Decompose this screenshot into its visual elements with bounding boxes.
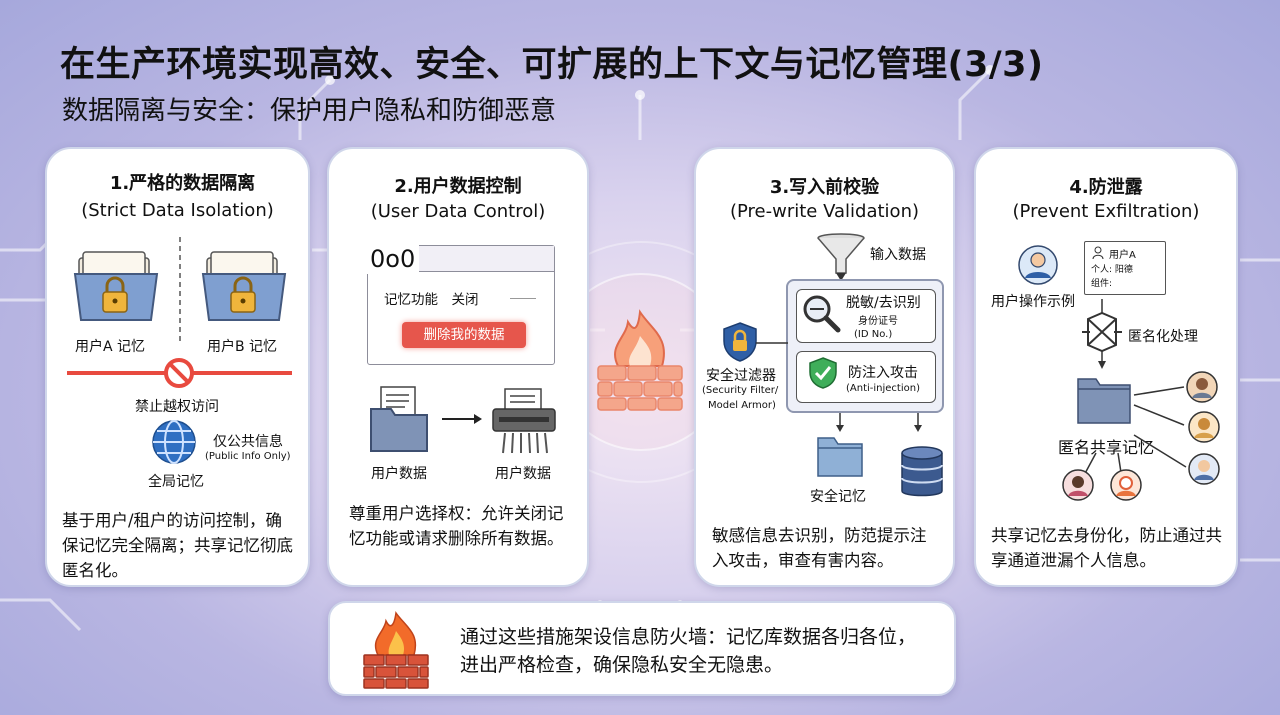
firewall-icon xyxy=(597,309,683,411)
public-info-label: 仅公共信息 xyxy=(213,434,283,450)
memory-toggle-switch[interactable] xyxy=(510,298,536,299)
user-data-label: 用户数据 xyxy=(495,466,551,482)
card-description: 基于用户/租户的访问控制，确保记忆完全隔离；共享记忆彻底匿名化。 xyxy=(62,511,293,580)
anonymization-label: 匿名化处理 xyxy=(1128,329,1198,345)
avatar-icon xyxy=(1188,411,1220,443)
flow-arrows xyxy=(836,413,922,432)
anti-injection-en-label: (Anti-injection) xyxy=(846,383,920,394)
card-heading: 3.写入前校验 xyxy=(769,177,880,198)
avatar-icon xyxy=(1110,469,1142,501)
globe-icon xyxy=(152,420,196,464)
avatar-icon xyxy=(1188,453,1220,485)
card-description: 尊重用户选择权：允许关闭记忆功能或请求删除所有数据。 xyxy=(349,504,564,548)
card-heading: 4.防泄露 xyxy=(1069,177,1143,198)
footer-text: 通过这些措施架设信息防火墙：记忆库数据各归各位，进出严格检查，确保隐私安全无隐患… xyxy=(460,626,917,676)
database-icon xyxy=(901,446,943,497)
shared-folder-icon xyxy=(1077,378,1131,424)
profile-line-2: 组件: xyxy=(1091,279,1113,289)
shield-lock-icon xyxy=(723,322,757,362)
no-unauthorized-access-label: 禁止越权访问 xyxy=(135,399,219,415)
safe-memory-label: 安全记忆 xyxy=(810,489,866,505)
card-heading-en: (Prevent Exfiltration) xyxy=(1012,201,1200,222)
card-heading: 1.严格的数据隔离 xyxy=(109,173,256,194)
folder-lock-icon xyxy=(73,251,159,321)
delete-my-data-button[interactable]: 删除我的数据 xyxy=(402,322,526,348)
page-subtitle: 数据隔离与安全：保护用户隐私和防御恶意 xyxy=(62,96,557,126)
anti-injection-label: 防注入攻击 xyxy=(848,365,918,381)
card-user-data-control: 2.用户数据控制 (User Data Control) 0o0 记忆功能 关闭… xyxy=(327,147,589,587)
user-icon xyxy=(1018,245,1058,285)
user-data-label: 用户数据 xyxy=(371,466,427,482)
avatar-icon xyxy=(1062,469,1094,501)
card-description: 敏感信息去识别，防范提示注入攻击，审查有害内容。 xyxy=(712,526,927,570)
shield-check-icon xyxy=(809,357,837,389)
folder-lock-icon xyxy=(201,251,287,321)
profile-line-1: 个人: 阳德 xyxy=(1091,265,1133,275)
card-heading: 2.用户数据控制 xyxy=(394,176,522,197)
card-prevent-exfiltration: 4.防泄露 (Prevent Exfiltration) 用户操作示例 用户A … xyxy=(974,147,1238,587)
document-icon xyxy=(370,386,428,452)
card-pre-write-validation: 3.写入前校验 (Pre-write Validation) 输入数据 脱敏/去… xyxy=(694,147,955,587)
id-number-en-label: (ID No.) xyxy=(854,329,893,340)
window-title-text: 0o0 xyxy=(366,244,420,274)
user-profile-card: 用户A 个人: 阳德 组件: xyxy=(1084,241,1166,295)
footer-banner: 通过这些措施架设信息防火墙：记忆库数据各归各位，进出严格检查，确保隐私安全无隐患… xyxy=(328,601,956,696)
card-heading-en: (User Data Control) xyxy=(370,201,546,222)
folder-icon xyxy=(817,437,863,477)
anonymizer-icon xyxy=(1082,299,1122,369)
shredder-icon xyxy=(492,388,556,454)
card-heading-en: (Strict Data Isolation) xyxy=(81,200,274,221)
security-filter-label: 安全过滤器 xyxy=(706,368,776,384)
profile-name: 用户A xyxy=(1109,250,1136,261)
id-number-label: 身份证号 xyxy=(858,316,898,327)
user-example-label: 用户操作示例 xyxy=(991,294,1075,310)
card-data-isolation: 1.严格的数据隔离 (Strict Data Isolation) 用户A 记忆… xyxy=(45,147,310,587)
anonymous-shared-memory-label: 匿名共享记忆 xyxy=(1058,438,1155,457)
deidentify-label: 脱敏/去识别 xyxy=(846,295,921,311)
card-heading-en: (Pre-write Validation) xyxy=(729,201,920,222)
input-data-label: 输入数据 xyxy=(870,247,926,263)
public-info-en-label: (Public Info Only) xyxy=(205,451,291,462)
profile-user-icon xyxy=(1092,246,1104,260)
page-title: 在生产环境实现高效、安全、可扩展的上下文与记忆管理(3/3) xyxy=(60,45,1044,85)
magnifier-icon xyxy=(803,295,841,333)
card-description: 共享记忆去身份化，防止通过共享通道泄漏个人信息。 xyxy=(991,526,1222,570)
avatar-icon xyxy=(1186,371,1218,403)
isolation-divider xyxy=(179,237,181,342)
funnel-icon xyxy=(817,233,865,274)
flow-line xyxy=(756,342,788,344)
global-memory-label: 全局记忆 xyxy=(148,474,204,490)
security-filter-en-label-2: Model Armor) xyxy=(708,400,776,411)
security-filter-en-label: (Security Filter/ xyxy=(702,385,779,396)
settings-window: 0o0 记忆功能 关闭 删除我的数据 xyxy=(366,244,555,365)
arrow-right-icon xyxy=(442,414,482,424)
user-b-memory-label: 用户B 记忆 xyxy=(207,339,278,355)
user-a-memory-label: 用户A 记忆 xyxy=(75,339,146,355)
no-entry-icon xyxy=(67,358,292,388)
memory-toggle-label: 记忆功能 关闭 xyxy=(384,292,479,308)
firewall-icon xyxy=(363,611,429,689)
flow-arrow xyxy=(836,273,846,281)
